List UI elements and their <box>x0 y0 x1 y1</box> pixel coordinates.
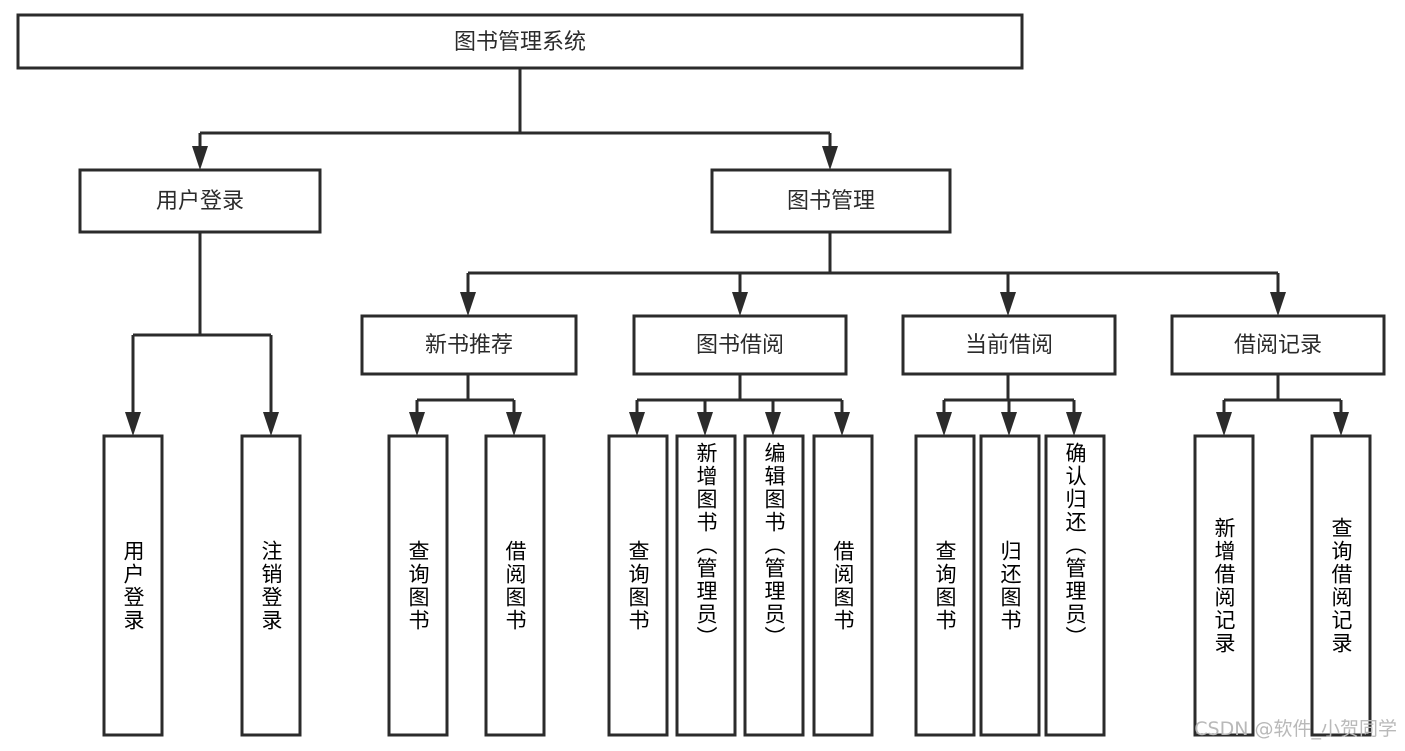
leaf-book-borrow-2-box[interactable] <box>675 434 737 737</box>
node-current-borrow-label: 当前借阅 <box>965 333 1053 358</box>
arrow-head-icon <box>1001 412 1017 436</box>
node-current-borrow-box[interactable] <box>901 314 1117 376</box>
leaf-book-borrow-3-label: 编辑图书（管理员） <box>762 442 786 649</box>
arrow-head-icon <box>263 412 279 436</box>
node-book-borrow-box[interactable] <box>632 314 848 376</box>
leaf-book-borrow-1-label: 查询图书 <box>626 539 650 632</box>
node-new-book-recommend-box[interactable] <box>360 314 578 376</box>
leaf-new-book-1[interactable]: 查询图书 <box>387 434 449 737</box>
node-new-book-recommend[interactable]: 新书推荐 <box>360 314 578 376</box>
leaf-borrow-record-2-label: 查询借阅记录 <box>1329 516 1353 655</box>
arrow-head-icon <box>409 412 425 436</box>
node-new-book-recommend-label: 新书推荐 <box>425 333 513 358</box>
leaf-borrow-record-1[interactable]: 新增借阅记录 <box>1193 434 1255 737</box>
arrow-head-icon <box>765 412 781 436</box>
leaf-user-login-2[interactable]: 注销登录 <box>240 434 302 737</box>
connector-group-record <box>1216 374 1349 436</box>
node-borrow-record[interactable]: 借阅记录 <box>1170 314 1386 376</box>
node-root-label: 图书管理系统 <box>454 30 586 55</box>
leaf-borrow-record-1-label: 新增借阅记录 <box>1212 516 1236 655</box>
connector-group-userlogin <box>125 232 279 436</box>
node-book-management[interactable]: 图书管理 <box>710 168 952 234</box>
arrow-head-icon <box>125 412 141 436</box>
leaf-book-borrow-2[interactable]: 新增图书（管理员） <box>675 434 737 737</box>
leaf-book-borrow-4-label: 借阅图书 <box>831 539 855 632</box>
watermark-text: CSDN @软件_小贺同学 <box>1194 718 1397 740</box>
leaf-borrow-record-2[interactable]: 查询借阅记录 <box>1310 434 1372 737</box>
leaf-user-login-1-label: 用户登录 <box>121 539 145 632</box>
arrow-head-icon <box>192 146 208 170</box>
leaf-new-book-2-box[interactable] <box>484 434 546 737</box>
leaf-book-borrow-4-box[interactable] <box>812 434 874 737</box>
leaf-current-borrow-2-box[interactable] <box>979 434 1041 737</box>
arrow-head-icon <box>1066 412 1082 436</box>
node-book-management-label: 图书管理 <box>787 189 875 214</box>
arrow-head-icon <box>936 412 952 436</box>
node-root-system[interactable]: 图书管理系统 <box>16 13 1024 70</box>
node-book-borrow[interactable]: 图书借阅 <box>632 314 848 376</box>
leaf-book-borrow-3-box[interactable] <box>743 434 805 737</box>
connector-group-borrow <box>629 374 850 436</box>
node-user-login[interactable]: 用户登录 <box>78 168 322 234</box>
arrow-head-icon <box>1000 292 1016 316</box>
node-current-borrow[interactable]: 当前借阅 <box>901 314 1117 376</box>
arrow-head-icon <box>629 412 645 436</box>
leaf-current-borrow-1[interactable]: 查询图书 <box>914 434 976 737</box>
leaf-current-borrow-2[interactable]: 归还图书 <box>979 434 1041 737</box>
connector-group-bookmgmt <box>460 232 1286 316</box>
node-root-box[interactable] <box>16 13 1024 70</box>
leaf-new-book-1-label: 查询图书 <box>406 539 430 632</box>
leaf-user-login-1-box[interactable] <box>102 434 164 737</box>
node-borrow-record-label: 借阅记录 <box>1234 333 1322 358</box>
leaf-current-borrow-3[interactable]: 确认归还（管理员） <box>1044 434 1106 737</box>
leaf-borrow-record-1-box[interactable] <box>1193 434 1255 737</box>
leaf-book-borrow-4[interactable]: 借阅图书 <box>812 434 874 737</box>
arrow-head-icon <box>460 292 476 316</box>
arrow-head-icon <box>732 292 748 316</box>
node-user-login-label: 用户登录 <box>156 189 244 214</box>
arrow-head-icon <box>697 412 713 436</box>
leaf-book-borrow-1-box[interactable] <box>607 434 669 737</box>
leaf-user-login-2-label: 注销登录 <box>259 539 283 632</box>
leaf-book-borrow-3[interactable]: 编辑图书（管理员） <box>743 434 805 737</box>
arrow-head-icon <box>506 412 522 436</box>
leaf-current-borrow-3-box[interactable] <box>1044 434 1106 737</box>
connector-group-newbook <box>409 374 522 436</box>
arrow-head-icon <box>1333 412 1349 436</box>
node-book-management-box[interactable] <box>710 168 952 234</box>
leaf-current-borrow-1-label: 查询图书 <box>933 539 957 632</box>
leaf-new-book-2-label: 借阅图书 <box>503 539 527 632</box>
arrow-head-icon <box>1216 412 1232 436</box>
arrow-head-icon <box>822 146 838 170</box>
arrow-head-icon <box>1270 292 1286 316</box>
node-borrow-record-box[interactable] <box>1170 314 1386 376</box>
node-book-borrow-label: 图书借阅 <box>696 333 784 358</box>
leaf-current-borrow-2-label: 归还图书 <box>998 539 1022 632</box>
leaf-book-borrow-1[interactable]: 查询图书 <box>607 434 669 737</box>
leaf-user-login-2-box[interactable] <box>240 434 302 737</box>
leaf-new-book-1-box[interactable] <box>387 434 449 737</box>
leaf-new-book-2[interactable]: 借阅图书 <box>484 434 546 737</box>
leaf-book-borrow-2-label: 新增图书（管理员） <box>694 442 718 649</box>
leaf-user-login-1[interactable]: 用户登录 <box>102 434 164 737</box>
connector-group-current <box>936 374 1082 436</box>
leaf-borrow-record-2-box[interactable] <box>1310 434 1372 737</box>
arrow-head-icon <box>834 412 850 436</box>
connector-group-root <box>192 68 838 170</box>
leaf-current-borrow-1-box[interactable] <box>914 434 976 737</box>
node-user-login-box[interactable] <box>78 168 322 234</box>
leaf-current-borrow-3-label: 确认归还（管理员） <box>1063 442 1087 649</box>
